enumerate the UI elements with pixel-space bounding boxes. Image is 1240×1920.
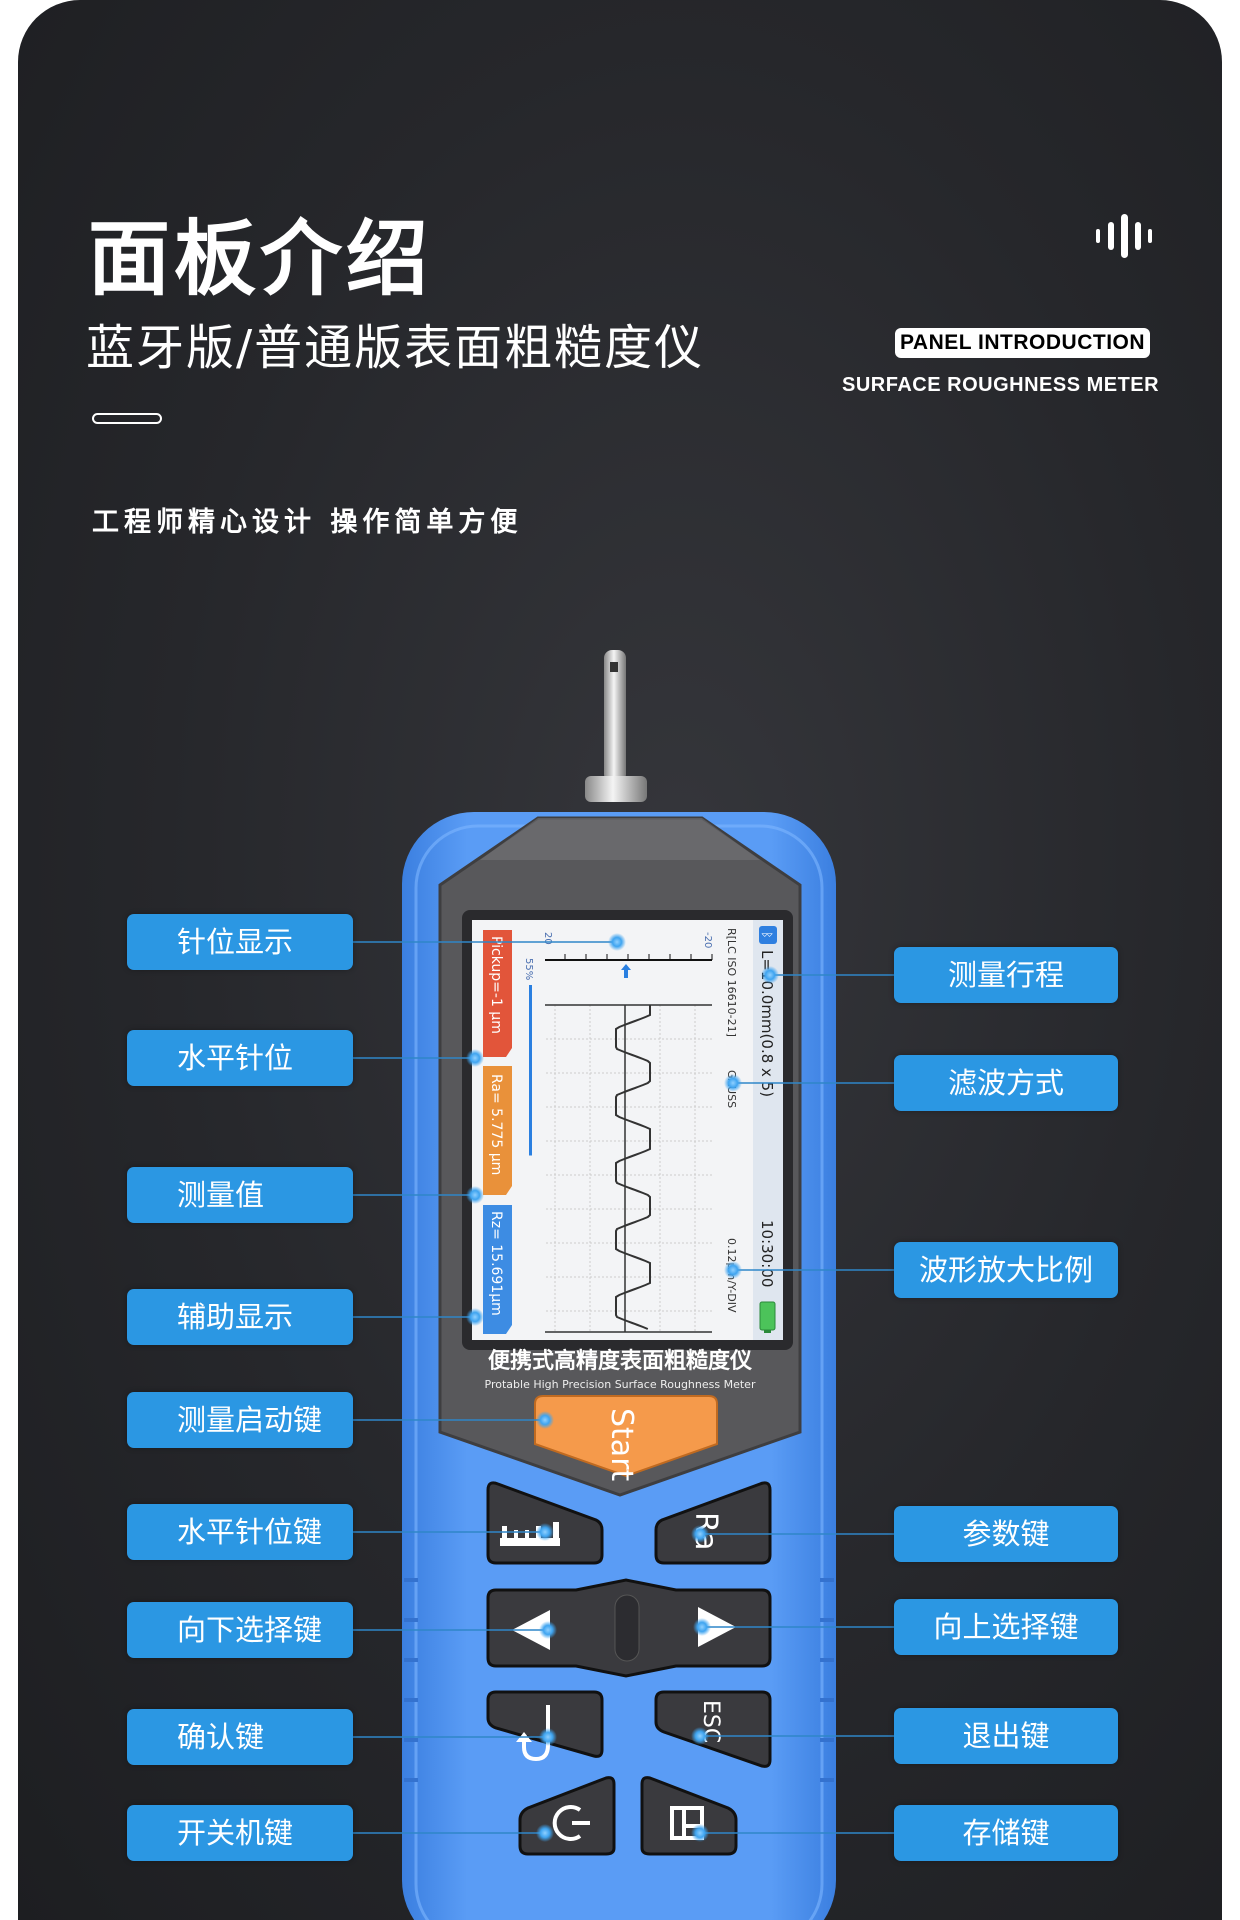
divider-pill [92, 413, 162, 424]
callout-label-l-8: 开关机键 [127, 1805, 353, 1861]
callout-label-l-6: 向下选择键 [127, 1602, 353, 1658]
callout-dot [539, 1728, 557, 1746]
device-name-cn: 便携式高精度表面粗糙度仪 [488, 1348, 753, 1374]
tagline: 工程师精心设计 操作简单方便 [92, 507, 523, 538]
callout-dot [608, 933, 626, 951]
callout-label-l-7: 确认键 [127, 1709, 353, 1765]
callout-label-l-4: 测量启动键 [127, 1392, 353, 1448]
pickup-tag [483, 930, 512, 1057]
callout-dot [536, 1523, 554, 1541]
callout-label-r-4: 向上选择键 [894, 1599, 1118, 1655]
percent-label: 55% [523, 958, 534, 980]
probe-rod [604, 650, 626, 782]
callout-dot [466, 1049, 484, 1067]
percent-bar [529, 985, 532, 1156]
probe-collar [585, 776, 647, 802]
svg-text:ᛒ: ᛒ [760, 931, 774, 938]
callout-label-l-3: 辅助显示 [127, 1289, 353, 1345]
callout-dot [536, 1411, 554, 1429]
callout-dot [536, 1824, 554, 1842]
needle-max-label: 20 [542, 932, 553, 945]
pickup-value: Pickup=-1 µm [488, 936, 504, 1034]
callout-dot [761, 966, 779, 984]
bluetooth-icon [759, 926, 777, 944]
ra-value: Ra= 5.775 µm [488, 1074, 504, 1175]
callout-label-r-6: 存储键 [894, 1805, 1118, 1861]
callout-dot [691, 1525, 709, 1543]
device-name-en: Protable High Precision Surface Roughnes… [485, 1378, 756, 1391]
waveform [615, 1005, 651, 1330]
page-subtitle: 蓝牙版/普通版表面粗糙度仪 [86, 320, 705, 376]
callout-label-l-1: 水平针位 [127, 1030, 353, 1086]
callout-dot [466, 1308, 484, 1326]
ra-tag [483, 1066, 512, 1195]
callout-dot [693, 1618, 711, 1636]
needle-min-label: -20 [702, 932, 713, 948]
callout-label-r-2: 波形放大比例 [894, 1242, 1118, 1298]
side-grips [404, 1578, 834, 1782]
callout-label-r-0: 测量行程 [894, 947, 1118, 1003]
callout-label-l-0: 针位显示 [127, 914, 353, 970]
rz-value: Rz= 15.691µm [488, 1211, 504, 1316]
screen-filter-standard: R[LC ISO 16610-21] [725, 928, 738, 1037]
callout-label-l-5: 水平针位键 [127, 1504, 353, 1560]
navigation-pad [486, 1578, 772, 1678]
start-button[interactable]: Start [534, 1395, 718, 1482]
callout-dot [691, 1824, 709, 1842]
callout-dot [466, 1186, 484, 1204]
battery-icon [759, 1301, 776, 1333]
enter-icon [522, 1705, 550, 1762]
panel-introduction-badge: PANEL INTRODUCTION [895, 328, 1150, 358]
rz-tag [483, 1205, 512, 1334]
svg-text:Start: Start [604, 1408, 639, 1482]
callout-dot [724, 1261, 742, 1279]
power-icon [552, 1805, 582, 1841]
callout-dot [691, 1727, 709, 1745]
english-subtitle: SURFACE ROUGHNESS METER [842, 374, 1160, 396]
screen-length: L=10.0mm(0.8 x 5) [758, 950, 776, 1097]
sound-wave-icon [1096, 214, 1152, 258]
callout-label-l-2: 测量值 [127, 1167, 353, 1223]
callout-dot [539, 1621, 557, 1639]
screen-time: 10:30:00 [758, 1220, 776, 1287]
page-title: 面板介绍 [88, 212, 433, 307]
callout-label-r-5: 退出键 [894, 1708, 1118, 1764]
callout-label-r-3: 参数键 [894, 1506, 1118, 1562]
callout-dot [724, 1074, 742, 1092]
needle-pointer [621, 964, 631, 978]
confirm-button[interactable] [486, 1690, 604, 1762]
callout-label-r-1: 滤波方式 [894, 1055, 1118, 1111]
